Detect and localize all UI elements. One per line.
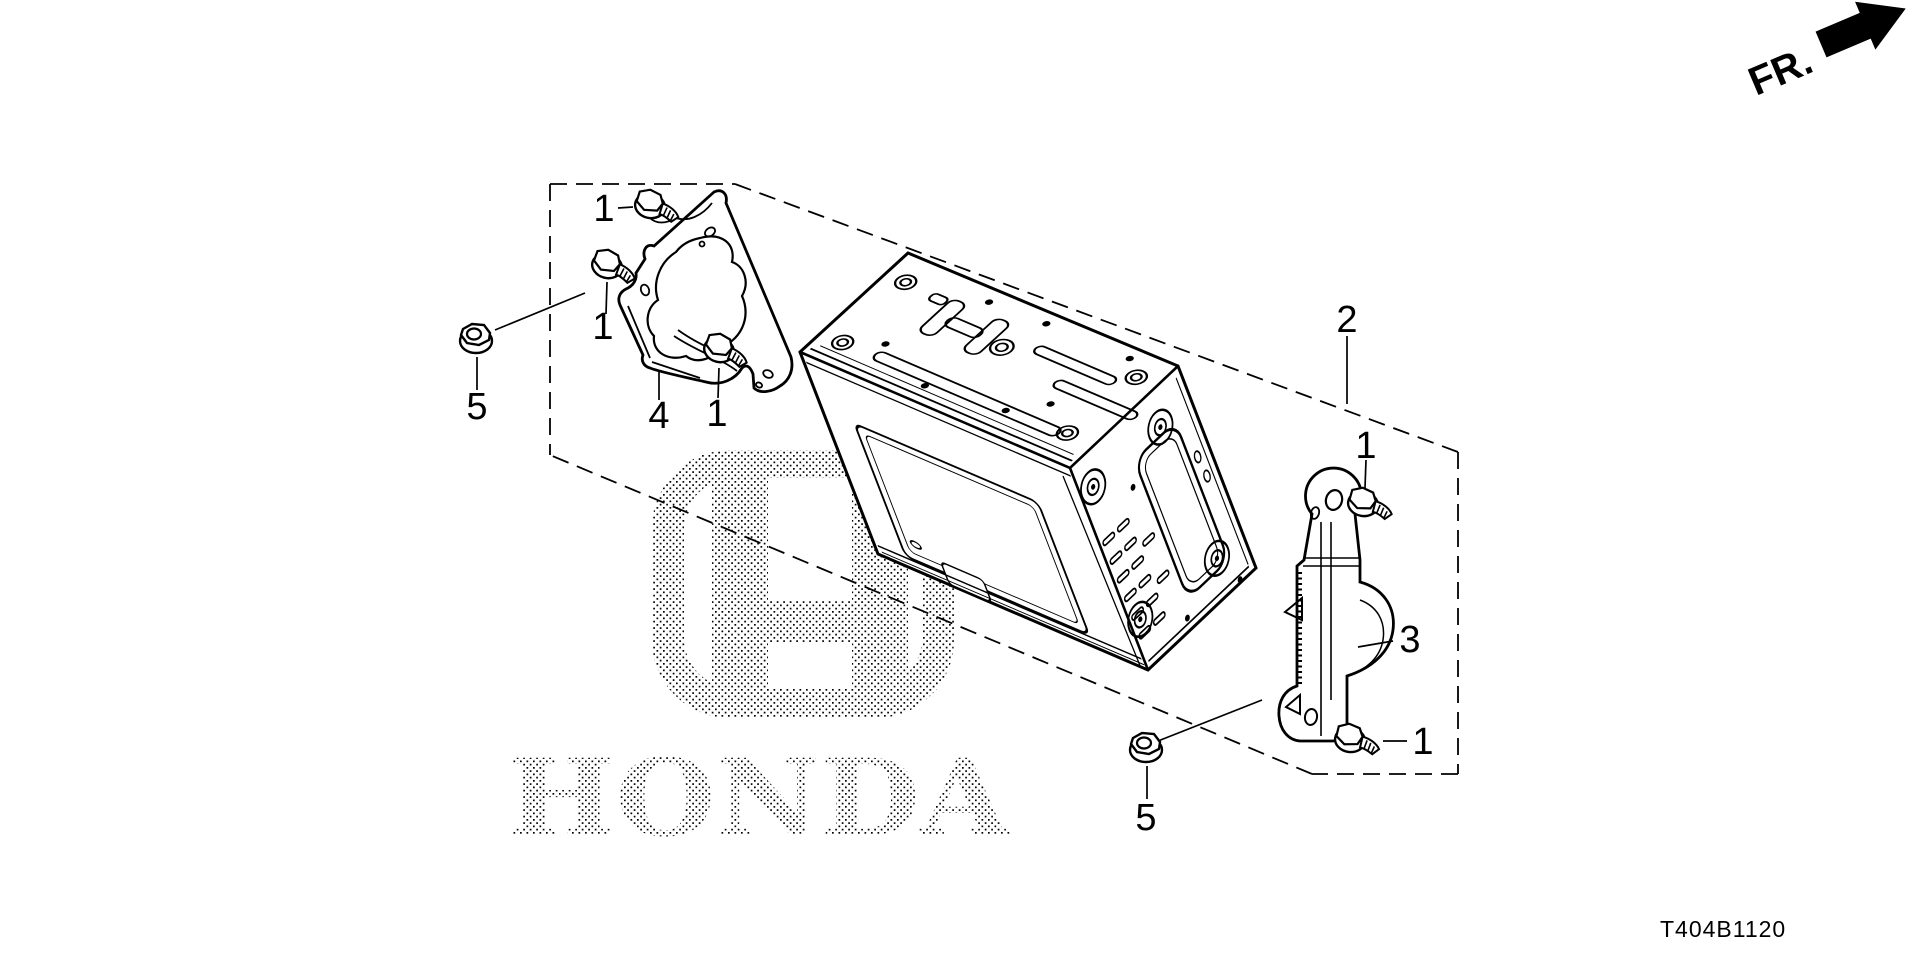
callout-1-bolt-top-left[interactable]: 1 bbox=[593, 188, 614, 230]
bolt-icon bbox=[588, 245, 642, 287]
unit-right-face bbox=[1080, 377, 1250, 663]
honda-wordmark: HONDA bbox=[507, 735, 1011, 860]
flange-nut-icon bbox=[1128, 731, 1164, 764]
callout-1-bolt-right-bottom[interactable]: 1 bbox=[1412, 721, 1433, 763]
assembly-boundary-dashed-box bbox=[549, 183, 1459, 775]
leader-lines bbox=[476, 206, 1407, 799]
audio-unit-drawing bbox=[798, 251, 1258, 672]
unit-front-face bbox=[806, 361, 1145, 666]
left-bracket-part-4 bbox=[617, 189, 794, 393]
front-direction-indicator: FR. bbox=[1742, 1, 1906, 105]
diagram-code: T404B1120 bbox=[1660, 916, 1786, 942]
flange-nut-icon bbox=[458, 322, 494, 355]
callout-1-bolt-right-top[interactable]: 1 bbox=[1355, 425, 1376, 467]
callout-2-assembly[interactable]: 2 bbox=[1336, 299, 1357, 341]
callout-5-flange-nut-left[interactable]: 5 bbox=[466, 386, 487, 428]
callout-3-right-bracket[interactable]: 3 bbox=[1399, 619, 1420, 661]
unit-top-face bbox=[809, 274, 1149, 462]
callout-1-bolt-lower-left[interactable]: 1 bbox=[706, 393, 727, 435]
vent-slots bbox=[1102, 517, 1170, 640]
bolt-icon bbox=[631, 186, 684, 226]
right-bracket-part-3 bbox=[1277, 466, 1395, 743]
callout-1-bolt-mid-left[interactable]: 1 bbox=[592, 306, 613, 348]
callout-5-flange-nut-bottom[interactable]: 5 bbox=[1135, 797, 1156, 839]
fr-arrow-icon bbox=[1815, 1, 1906, 58]
fr-label: FR. bbox=[1742, 39, 1819, 105]
callout-4-left-bracket[interactable]: 4 bbox=[648, 395, 669, 437]
bolt-icon bbox=[1332, 720, 1384, 758]
